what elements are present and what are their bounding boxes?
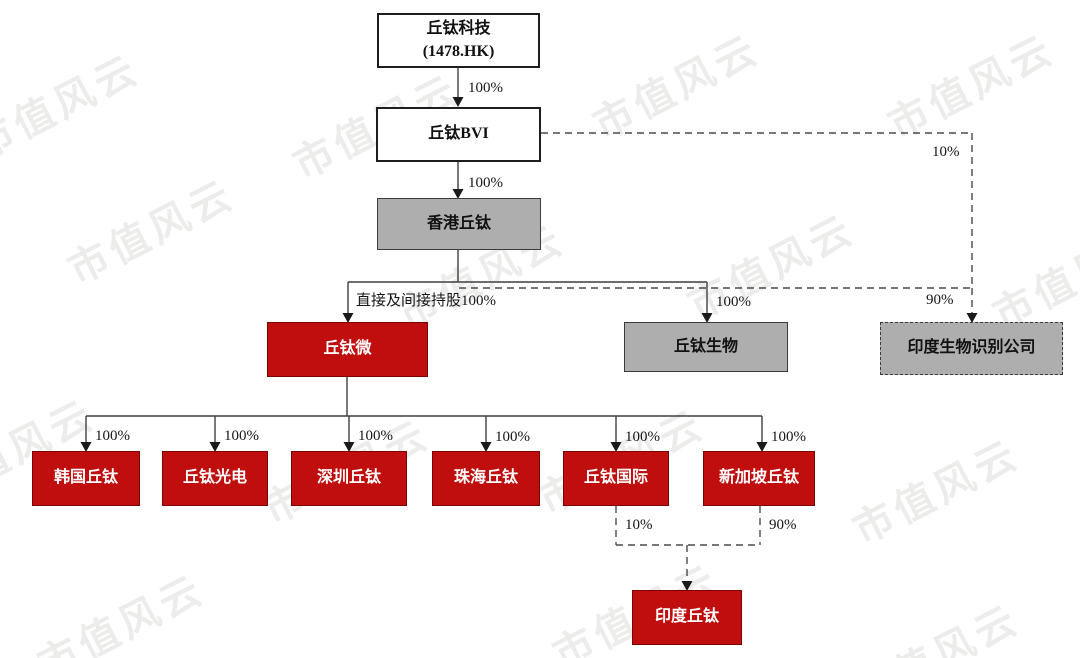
node-india-label: 印度丘钛 bbox=[654, 608, 719, 626]
node-korea-label: 韩国丘钛 bbox=[53, 469, 118, 487]
node-qtbio-label: 丘钛生物 bbox=[673, 337, 738, 355]
node-qtech-ticker: (1478.HK) bbox=[422, 42, 495, 60]
node-intl-label: 丘钛国际 bbox=[583, 469, 648, 487]
node-bvi: 丘钛BVI bbox=[376, 107, 541, 162]
node-india: 印度丘钛 bbox=[632, 590, 742, 645]
edge-label-micro-zhuhai: 100% bbox=[495, 429, 530, 445]
edge-label-micro-intl: 100% bbox=[625, 429, 660, 445]
edge-label-bvi-india-bio: 10% bbox=[932, 144, 960, 160]
node-qtmicro-label: 丘钛微 bbox=[323, 340, 372, 358]
node-qtbio: 丘钛生物 bbox=[624, 322, 788, 372]
node-qtmicro: 丘钛微 bbox=[267, 322, 428, 377]
edge-label-singapore-india: 90% bbox=[769, 517, 797, 533]
node-zhuhai-label: 珠海丘钛 bbox=[453, 469, 518, 487]
node-shenzhen-label: 深圳丘钛 bbox=[316, 469, 381, 487]
node-hongkong-label: 香港丘钛 bbox=[426, 214, 491, 232]
edge-label-micro-korea: 100% bbox=[95, 428, 130, 444]
edge-label-hk-india-bio: 90% bbox=[926, 292, 954, 308]
node-singapore: 新加坡丘钛 bbox=[703, 451, 815, 506]
edge-label-micro-singapore: 100% bbox=[771, 429, 806, 445]
node-korea: 韩国丘钛 bbox=[32, 451, 140, 506]
node-india-bio-label: 印度生物识别公司 bbox=[907, 339, 1036, 357]
edge-label-bvi-hk: 100% bbox=[468, 175, 503, 191]
node-singapore-label: 新加坡丘钛 bbox=[718, 469, 799, 487]
edge-label-qtech-bvi: 100% bbox=[468, 80, 503, 96]
node-shenzhen: 深圳丘钛 bbox=[291, 451, 407, 506]
node-hongkong: 香港丘钛 bbox=[377, 198, 541, 250]
node-india-bio: 印度生物识别公司 bbox=[880, 322, 1063, 375]
node-bvi-label: 丘钛BVI bbox=[428, 125, 489, 143]
edge-label-hk-qtmicro: 直接及间接持股100% bbox=[356, 293, 496, 309]
node-qtech-label: 丘钛科技 bbox=[426, 20, 491, 38]
node-intl: 丘钛国际 bbox=[563, 451, 669, 506]
node-zhuhai: 珠海丘钛 bbox=[432, 451, 540, 506]
node-optics: 丘钛光电 bbox=[162, 451, 268, 506]
edge-label-intl-india: 10% bbox=[625, 517, 653, 533]
edge-label-micro-optics: 100% bbox=[224, 428, 259, 444]
edge-label-hk-qtbio: 100% bbox=[716, 294, 751, 310]
edge-label-micro-shenzhen: 100% bbox=[358, 428, 393, 444]
node-optics-label: 丘钛光电 bbox=[182, 469, 247, 487]
node-qtech: 丘钛科技 (1478.HK) bbox=[377, 13, 540, 68]
